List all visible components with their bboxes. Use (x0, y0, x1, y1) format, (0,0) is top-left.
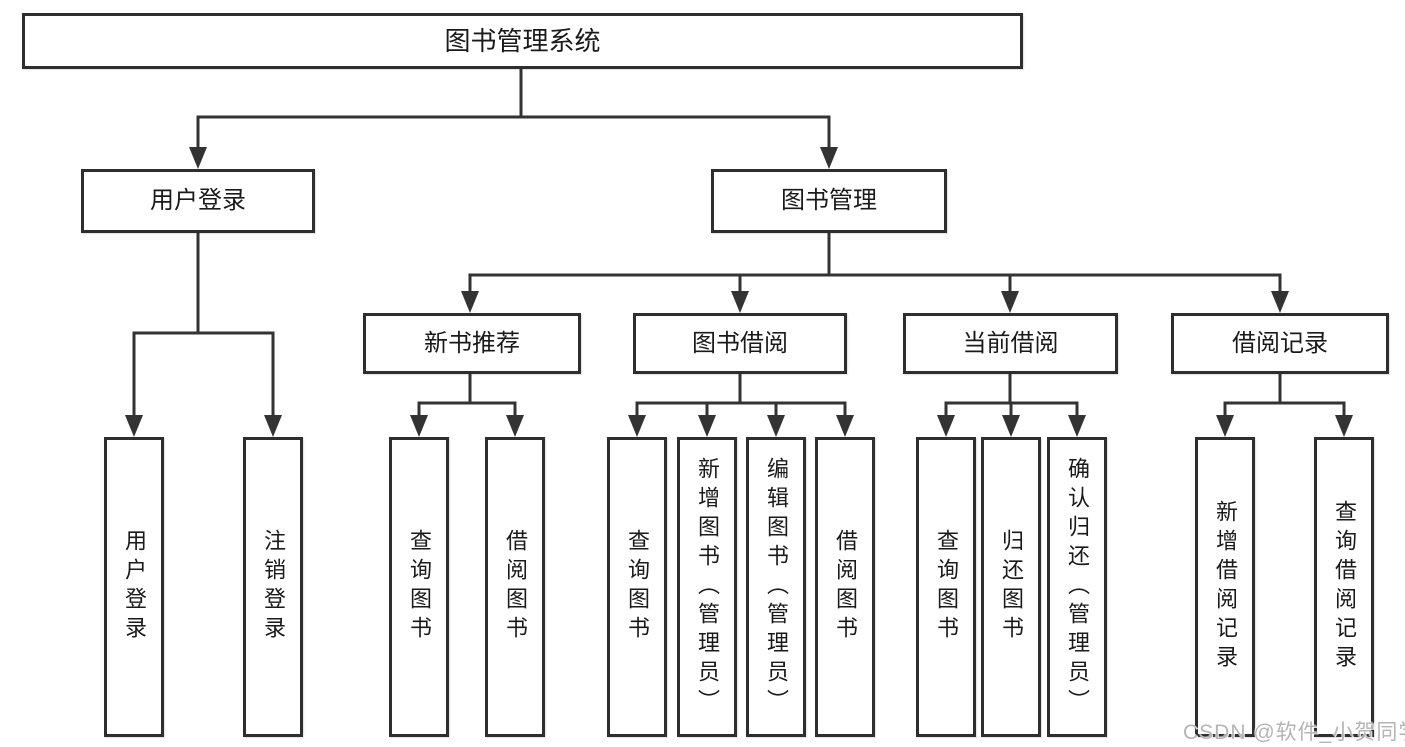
node-library-management-system: 图书管理系统 (22, 13, 1023, 69)
node-label: 图书管理 (781, 187, 877, 214)
node-label: 借阅图书 (503, 529, 528, 645)
node-book-management: 图书管理 (711, 169, 947, 233)
node-label: 借阅图书 (833, 529, 858, 645)
node-label: 用户登录 (122, 529, 147, 645)
node-user-login: 用户登录 (81, 169, 315, 233)
node-label: 借阅记录 (1232, 329, 1328, 357)
leaf-confirm-return-admin: 确认归还（管理员） (1047, 437, 1107, 737)
leaf-user-login: 用户登录 (104, 437, 164, 737)
node-label: 查询借阅记录 (1332, 500, 1357, 674)
node-label: 查询图书 (934, 529, 959, 645)
node-label: 查询图书 (625, 529, 650, 645)
leaf-borrow-books-recommend: 借阅图书 (485, 437, 545, 737)
node-label: 图书管理系统 (444, 26, 601, 56)
leaf-return-books: 归还图书 (981, 437, 1041, 737)
node-book-borrow: 图书借阅 (633, 313, 847, 374)
node-label: 归还图书 (999, 529, 1024, 645)
leaf-query-books-borrow: 查询图书 (607, 437, 667, 737)
node-label: 确认归还（管理员） (1065, 456, 1090, 718)
node-new-book-recommend: 新书推荐 (363, 313, 581, 374)
node-borrow-records: 借阅记录 (1171, 313, 1389, 374)
csdn-watermark: CSDN @软件_小贺同学 (1183, 721, 1405, 744)
leaf-query-books-current: 查询图书 (916, 437, 976, 737)
leaf-query-borrow-record: 查询借阅记录 (1314, 437, 1374, 737)
leaf-query-books-recommend: 查询图书 (389, 437, 449, 737)
node-label: 新增图书（管理员） (695, 456, 720, 718)
leaf-add-books-admin: 新增图书（管理员） (677, 437, 737, 737)
leaf-borrow-books: 借阅图书 (815, 437, 875, 737)
node-label: 新书推荐 (424, 329, 520, 357)
leaf-add-borrow-record: 新增借阅记录 (1195, 437, 1255, 737)
node-label: 编辑图书（管理员） (764, 456, 789, 718)
node-label: 新增借阅记录 (1213, 500, 1238, 674)
node-label: 查询图书 (407, 529, 432, 645)
node-label: 注销登录 (261, 529, 286, 645)
node-label: 当前借阅 (962, 329, 1059, 357)
node-label: 图书借阅 (692, 329, 788, 357)
leaf-logout: 注销登录 (243, 437, 303, 737)
leaf-edit-books-admin: 编辑图书（管理员） (746, 437, 806, 737)
node-label: 用户登录 (150, 187, 246, 214)
node-current-borrow: 当前借阅 (903, 313, 1118, 374)
